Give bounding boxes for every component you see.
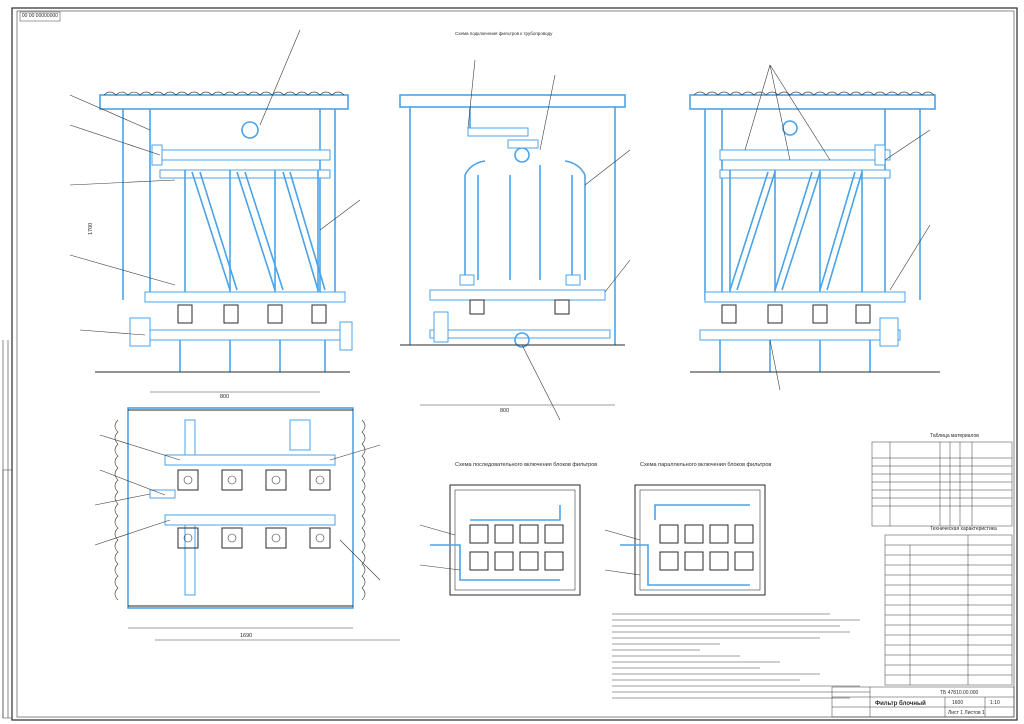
sheet-inner-frame bbox=[16, 10, 1015, 718]
scale: 1:10 bbox=[990, 700, 1000, 706]
mass: 1600 bbox=[952, 700, 963, 706]
plan-view bbox=[94, 407, 381, 609]
spec-table-title: Таблица материалов bbox=[930, 433, 979, 439]
technical-notes bbox=[612, 613, 870, 699]
front-view-middle bbox=[399, 59, 631, 421]
dim-width-middle: 800 bbox=[500, 408, 509, 414]
corner-stamp-text: 00000000.00.00 bbox=[22, 11, 58, 17]
tech-table bbox=[884, 534, 1013, 686]
title-block bbox=[831, 686, 1015, 718]
top-note: Схема подключения фильтров к трубопровод… bbox=[455, 31, 553, 36]
product-name: Фильтр блочный bbox=[875, 700, 926, 707]
spec-table bbox=[871, 441, 1013, 527]
sheet-outer-frame bbox=[11, 7, 1018, 721]
front-view-right bbox=[689, 64, 940, 391]
scheme-parallel-title: Схема параллельного включения блоков фил… bbox=[640, 462, 771, 468]
doc-code: ТБ 47810.00.000 bbox=[940, 690, 979, 696]
side-stamp bbox=[2, 469, 13, 719]
scheme-serial bbox=[419, 484, 581, 596]
front-view-left bbox=[69, 29, 361, 373]
tech-table-title: Техническая характеристика bbox=[930, 526, 997, 532]
dim-width-left: 800 bbox=[220, 394, 229, 400]
scheme-parallel bbox=[604, 484, 766, 596]
plan-filter-blocks bbox=[177, 469, 331, 549]
dim-height-left: 1700 bbox=[88, 223, 94, 235]
scheme-serial-title: Схема последовательного включения блоков… bbox=[455, 462, 597, 468]
corner-stamp: 00000000.00.00 bbox=[19, 11, 61, 22]
dim-plan-width: 1690 bbox=[240, 633, 252, 639]
sheet-info: Лист 1 Листов 1 bbox=[948, 710, 985, 716]
